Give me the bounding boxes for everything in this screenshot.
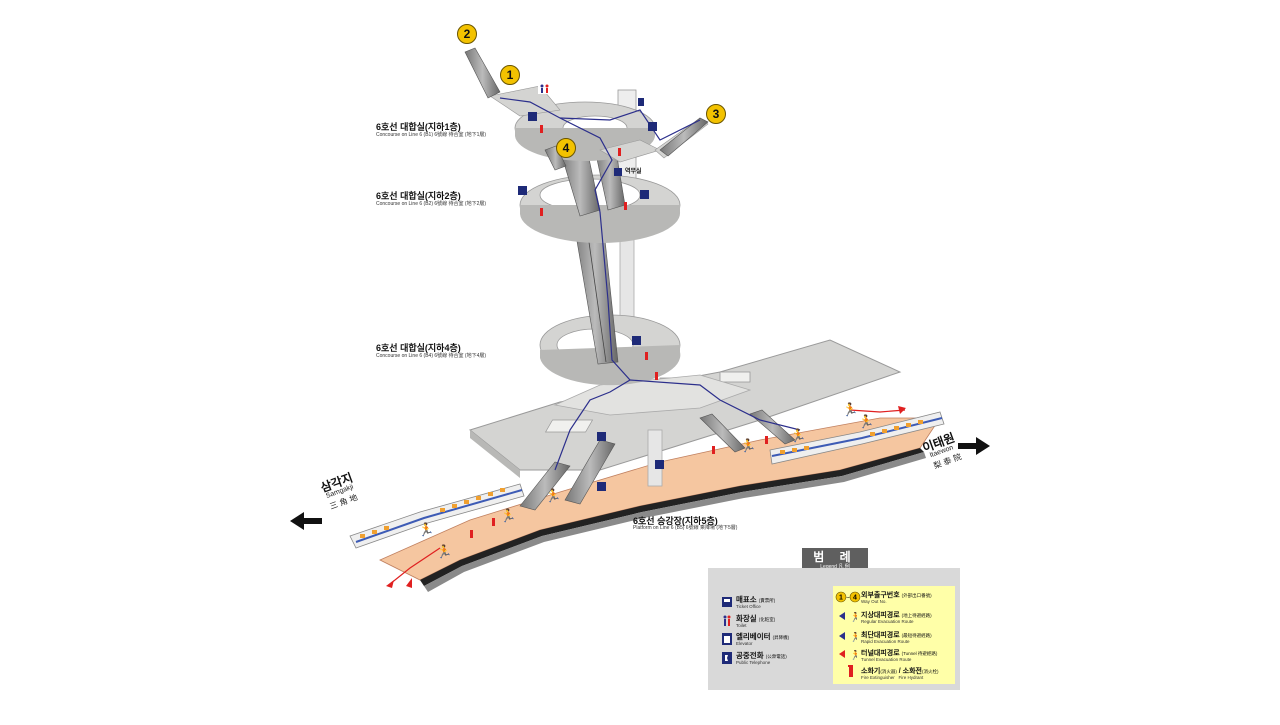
train-left (349, 483, 525, 549)
station-office-label: 역무실 (625, 169, 642, 175)
svg-text:🏃: 🏃 (500, 508, 516, 524)
red-arrows (386, 406, 906, 588)
public-telephone-icon (722, 652, 732, 664)
svg-text:🏃: 🏃 (858, 414, 874, 430)
legend-item-label: 매표소 (賣票所) (736, 595, 776, 604)
exit-badge-2: 2 (457, 24, 477, 44)
level-b5-subtitle: Platform on Line 6 (B5) 6號線 乘降場 (地下5層) (633, 525, 738, 531)
svg-text:🏃: 🏃 (842, 402, 858, 418)
toilet-icon-map (538, 84, 550, 94)
level-b1-subtitle: Concourse on Line 6 (B1) 6號線 待合室 (地下1層) (376, 132, 487, 138)
legend-item-label: 화장실 (化粧室) (736, 614, 776, 623)
elevator-icon (722, 633, 732, 645)
svg-text:~: ~ (846, 596, 850, 602)
level-b4-title: 6호선 대합실(지하4층) (376, 343, 461, 353)
svg-text:🏃: 🏃 (436, 544, 452, 560)
legend-tunnel-evacuation-en: Tunnel Evacuation Route (861, 657, 912, 662)
svg-text:🏃: 🏃 (740, 438, 756, 454)
legend-regular-evacuation-en: Regular Evacuation Route (861, 619, 914, 624)
svg-text:🏃: 🏃 (418, 522, 434, 538)
exit-badge-1: 1 (500, 65, 520, 85)
legend-item-label: 엘리베이터 (昇降機) (736, 632, 790, 641)
svg-text:🏃: 🏃 (790, 428, 806, 444)
svg-text:🏃: 🏃 (850, 631, 857, 642)
legend-item-label: 공중전화 (公衆電話) (736, 651, 787, 660)
legend-evacuation-panel: 1 ~ 4 외부출구번호 (外部出口番號) Way Out No. 🏃 지상대피… (833, 586, 955, 684)
tunnel-evacuation-route-icon: 🏃 (839, 649, 857, 660)
legend-way-out-label: 외부출구번호 (外部出口番號) (861, 592, 932, 599)
exit-escalators (464, 47, 709, 171)
toilet-icon (723, 615, 731, 626)
escalators-platform (519, 409, 796, 511)
exit-badge-4: 4 (556, 138, 576, 158)
legend-item-en: Elevator (736, 641, 753, 646)
level-b2-title: 6호선 대합실(지하2층) (376, 191, 461, 201)
evacuation-routes-red (389, 409, 906, 585)
way-out-icon: 1 ~ 4 (835, 591, 861, 603)
legend-fire-extinguisher-label: 소화기(消火器) / 소화전(消火栓) (861, 668, 939, 675)
level-b5-title: 6호선 승강장(지하5층) (633, 516, 718, 526)
evacuation-routes-blue (499, 97, 801, 471)
legend-item-en: Public Telephone (736, 660, 771, 665)
direction-arrow-right (958, 437, 990, 455)
legend-fire-extinguisher-en: Fire Extinguisher Fire Hydrant (861, 675, 924, 680)
svg-text:🏃: 🏃 (545, 488, 561, 504)
running-figures: 🏃 🏃 🏃 🏃 🏃 🏃 🏃 🏃 (418, 402, 874, 560)
legend-title: 범 례 (813, 550, 857, 564)
legend-way-out-en: Way Out No. (861, 599, 887, 604)
legend-regular-evacuation-label: 지상대피경로 (地上待避經路) (861, 612, 932, 619)
fire-extinguisher-icon (848, 665, 853, 677)
legend-rapid-evacuation-en: Rapid Evacuation Route (861, 639, 910, 644)
legend-rapid-evacuation-label: 최단대피경로 (最短待避經路) (861, 632, 932, 639)
ticket-office-icon (722, 597, 732, 607)
regular-evacuation-route-icon: 🏃 (839, 611, 857, 622)
legend-tunnel-evacuation-label: 터널대피경로 (Tunnel 待避經路) (861, 650, 938, 657)
svg-text:1: 1 (839, 595, 843, 602)
concourse-b1-ring (489, 85, 709, 163)
facility-icons (518, 98, 664, 491)
train-right (769, 411, 945, 465)
svg-text:4: 4 (853, 595, 857, 602)
legend-item-en: Toilet (736, 623, 747, 628)
exit-badge-3: 3 (706, 104, 726, 124)
platform-b5 (379, 417, 941, 592)
level-b4-subtitle: Concourse on Line 6 (B4) 6號線 待合室 (地下4層) (376, 353, 487, 359)
fire-extinguishers (470, 125, 768, 538)
level-b2-subtitle: Concourse on Line 6 (B2) 6號線 待合室 (地下2層) (376, 201, 487, 207)
legend-subtitle: Legend 凡 例 (820, 564, 850, 570)
svg-text:🏃: 🏃 (850, 649, 857, 660)
level-b1-title: 6호선 대합실(지하1층) (376, 122, 461, 132)
svg-text:🏃: 🏃 (850, 611, 857, 622)
legend-item-en: Ticket Office (736, 604, 761, 609)
rapid-evacuation-route-icon: 🏃 (839, 631, 857, 642)
direction-arrow-left (290, 512, 322, 530)
